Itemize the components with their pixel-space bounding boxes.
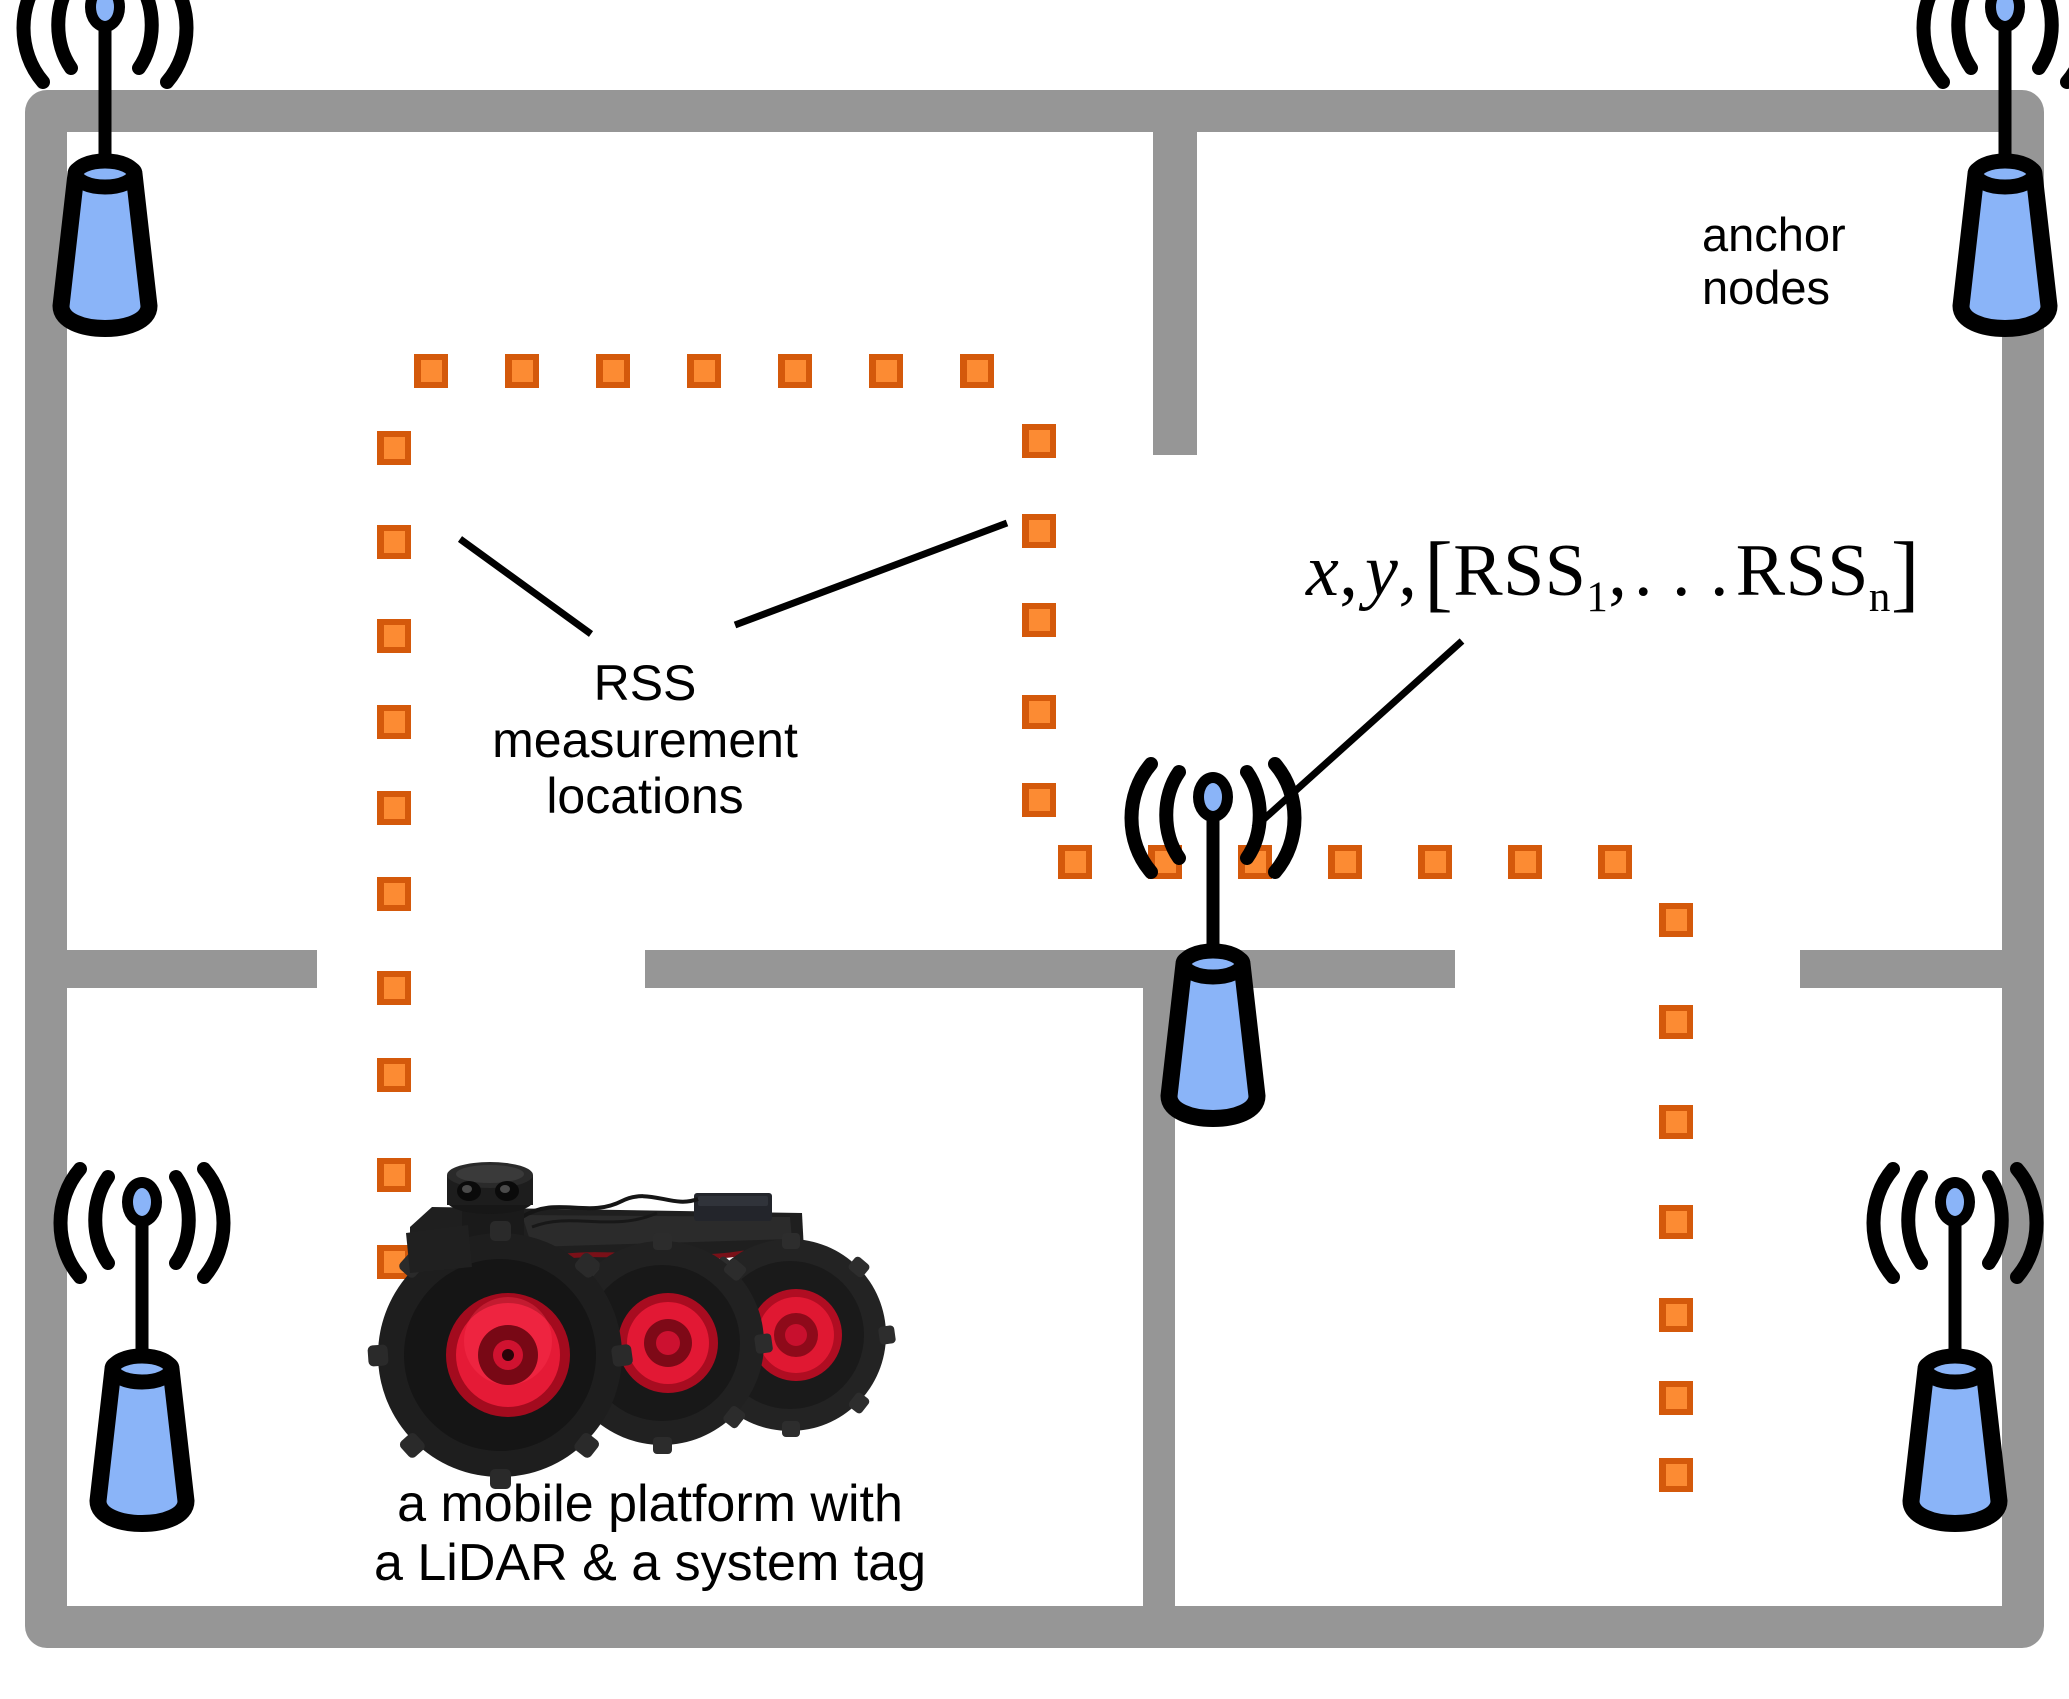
rss-marker [377, 619, 411, 653]
rss-marker [778, 354, 812, 388]
rss-marker [1508, 845, 1542, 879]
wall-top-center-vertical [1153, 123, 1197, 455]
rss-marker [869, 354, 903, 388]
rss-marker [1022, 695, 1056, 729]
rss-marker [687, 354, 721, 388]
rss-marker [1418, 845, 1452, 879]
rss-marker [1022, 783, 1056, 817]
wheel-front [367, 1221, 633, 1489]
rss-measurement-locations-label: RSS measurement locations [492, 655, 798, 824]
leader-formula [1251, 638, 1465, 831]
rss-vector-formula: x, y, [RSS1, . . . RSSn] [1306, 522, 1920, 622]
rss-marker [377, 1058, 411, 1092]
rss-marker [377, 431, 411, 465]
rss-marker [596, 354, 630, 388]
rss-marker [1659, 903, 1693, 937]
formula-bracket-close: ] [1890, 524, 1920, 620]
rss-marker [377, 877, 411, 911]
formula-ellipsis: . . . [1634, 530, 1730, 612]
formula-rss-first: RSS [1453, 530, 1587, 612]
formula-comma-1: , [1339, 530, 1359, 612]
rss-marker [1659, 1458, 1693, 1492]
rss-marker [1598, 845, 1632, 879]
rss-marker [1659, 1381, 1693, 1415]
mobile-platform-photo [367, 1162, 896, 1489]
rss-marker [505, 354, 539, 388]
rss-marker [1659, 1205, 1693, 1239]
formula-y-var: y [1365, 530, 1399, 612]
wall-left-stub-horizontal [25, 950, 317, 988]
leader-rss-left [457, 536, 594, 637]
rss-marker [1659, 1105, 1693, 1139]
outer-walls [25, 90, 2044, 1648]
rss-marker [414, 354, 448, 388]
rss-marker [1058, 845, 1092, 879]
anchor-nodes-label: anchor nodes [1702, 208, 1846, 315]
leader-rss-right [733, 519, 1009, 629]
formula-x-var: x [1306, 530, 1340, 612]
rss-marker [1659, 1005, 1693, 1039]
rss-marker [1328, 845, 1362, 879]
formula-comma-3: , [1608, 530, 1628, 612]
rss-marker [1659, 1298, 1693, 1332]
wall-right-horizontal [1800, 950, 2044, 988]
wall-center-horizontal [645, 950, 1455, 988]
anchor-node-bottom-left [61, 1169, 224, 1524]
rss-marker [377, 971, 411, 1005]
rss-marker [1022, 514, 1056, 548]
interior-walls [25, 123, 2044, 1610]
anchor-node-top-right [1924, 0, 2069, 329]
rss-marker [377, 791, 411, 825]
rss-marker [1022, 603, 1056, 637]
rss-marker [377, 525, 411, 559]
rss-marker [377, 705, 411, 739]
formula-bracket-open: [ [1424, 524, 1454, 620]
rss-marker [377, 1158, 411, 1192]
mobile-platform-caption: a mobile platform with a LiDAR & a syste… [374, 1475, 926, 1592]
rss-marker [960, 354, 994, 388]
formula-rss-last-sub: n [1868, 573, 1891, 621]
formula-rss-last: RSS [1735, 530, 1869, 612]
formula-rss-first-sub: 1 [1586, 573, 1609, 621]
rss-marker [1022, 424, 1056, 458]
formula-comma-2: , [1398, 530, 1418, 612]
